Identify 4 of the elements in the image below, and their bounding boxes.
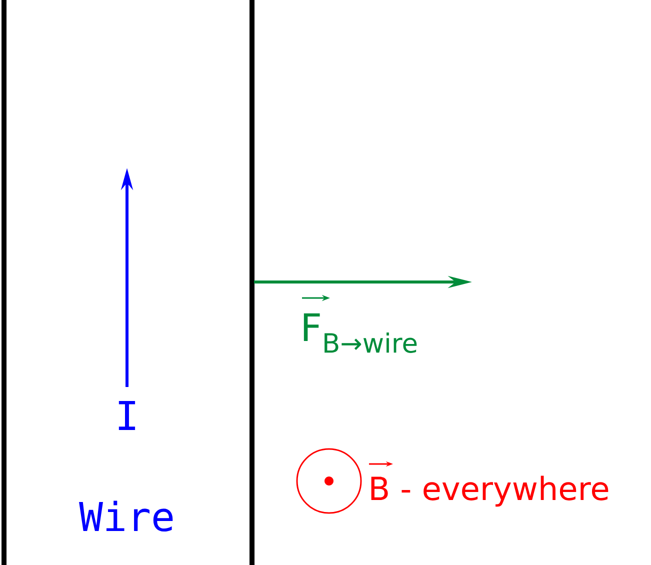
current-label: I — [118, 400, 136, 430]
wire-label: Wire — [79, 500, 173, 532]
force-label: F$_{B→wire}$ — [302, 294, 417, 353]
field-label: B - everywhere — [369, 461, 608, 507]
